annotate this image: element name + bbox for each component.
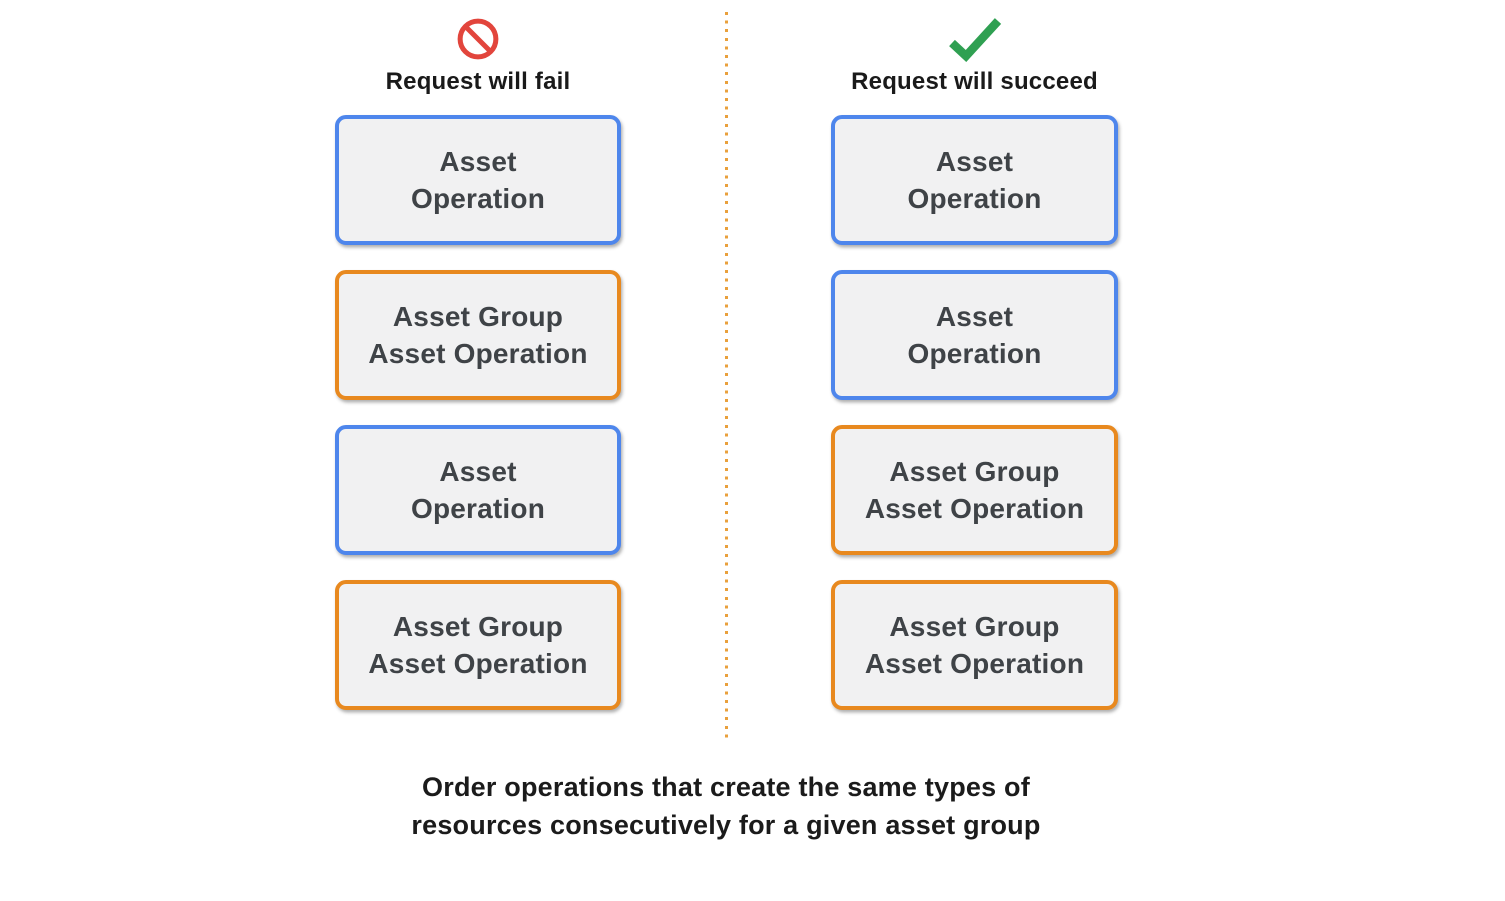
diagram-box: Asset Operation [831, 270, 1118, 400]
fail-box-stack: Asset Operation Asset Group Asset Operat… [335, 115, 621, 710]
prohibition-icon-glyph [457, 18, 499, 60]
fail-column-header: Request will fail [385, 68, 571, 95]
column-separator [725, 12, 728, 740]
fail-column: Request will fail Asset Operation Asset … [335, 14, 621, 710]
diagram-box: Asset Group Asset Operation [335, 270, 621, 400]
caption-container: Order operations that create the same ty… [0, 768, 1452, 844]
prohibition-icon [456, 14, 500, 64]
diagram-box: Asset Operation [335, 115, 621, 245]
succeed-column: Request will succeed Asset Operation Ass… [831, 14, 1118, 710]
caption: Order operations that create the same ty… [411, 772, 1041, 840]
checkmark-icon-glyph [948, 18, 1001, 62]
diagram-box: Asset Group Asset Operation [831, 580, 1118, 710]
checkmark-icon [947, 14, 1003, 64]
diagram-box: Asset Group Asset Operation [831, 425, 1118, 555]
diagram-box: Asset Group Asset Operation [335, 580, 621, 710]
diagram-box: Asset Operation [335, 425, 621, 555]
succeed-box-stack: Asset Operation Asset Operation Asset Gr… [831, 115, 1118, 710]
diagram-box: Asset Operation [831, 115, 1118, 245]
succeed-column-header: Request will succeed [851, 68, 1098, 95]
